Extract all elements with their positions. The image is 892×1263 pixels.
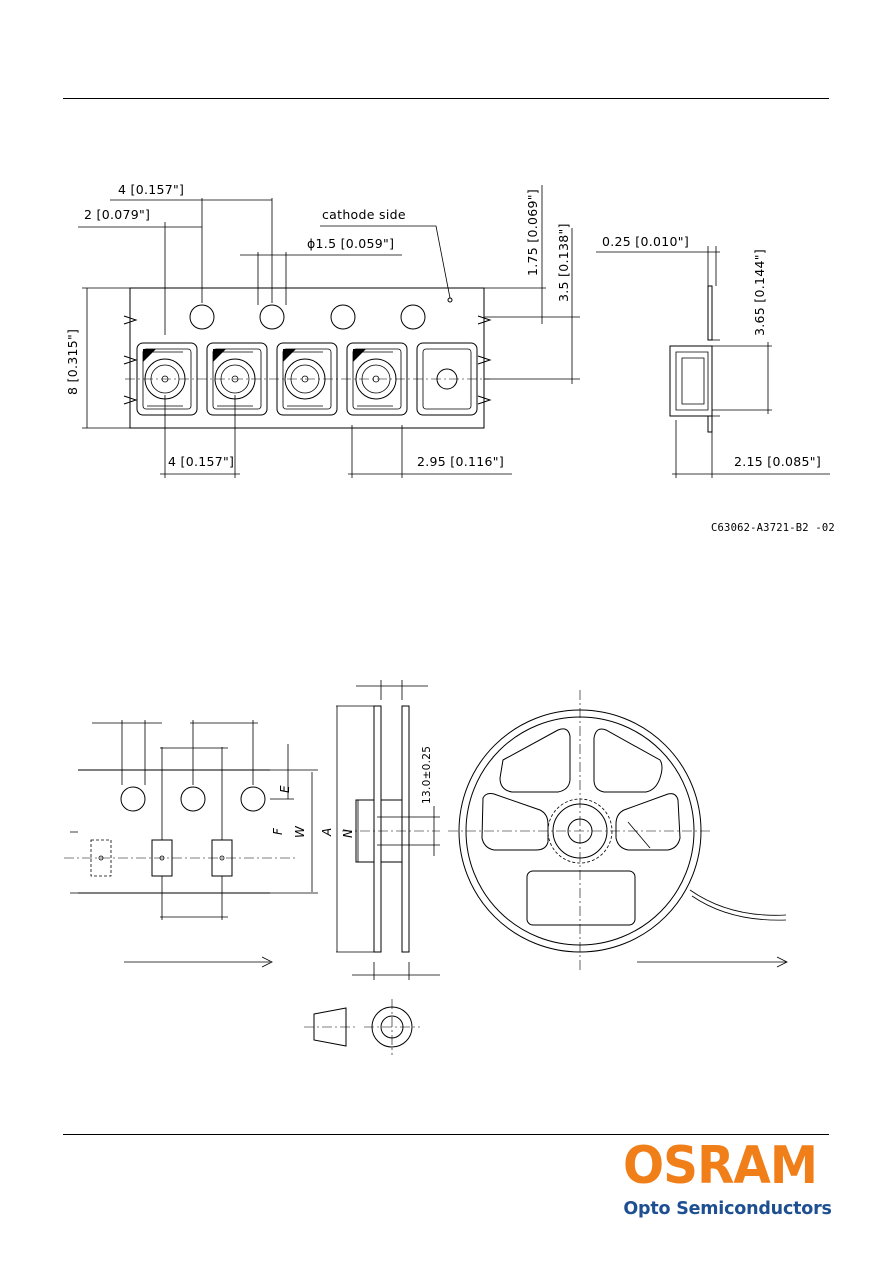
footer-rule [63, 1134, 829, 1135]
dim-8: 8 [0.315"] [65, 329, 80, 395]
logo-wordmark: OSRAM [623, 1136, 818, 1196]
label-F: F [271, 827, 285, 835]
label-hub: 13.0±0.25 [421, 746, 433, 804]
dim-35: 3.5 [0.138"] [556, 223, 571, 302]
tape-detail-view: E F W [64, 720, 318, 968]
drawing-number: C63062-A3721-B2 -02 [711, 522, 835, 534]
tape-side-view: 0.25 [0.010"] 3.65 [0.144"] 2.15 [0.085"… [596, 234, 830, 478]
reel-front-view [448, 690, 788, 970]
dim-295: 2.95 [0.116"] [417, 454, 504, 469]
dim-hole-dia: ϕ1.5 [0.059"] [307, 236, 394, 251]
dim-215: 2.15 [0.085"] [734, 454, 821, 469]
logo-subtitle: Opto Semiconductors [623, 1199, 832, 1219]
label-N: N [341, 829, 355, 838]
osram-logo: OSRAM Opto Semiconductors [623, 1140, 832, 1220]
tape-front-view: 4 [0.157"] 2 [0.079"] cathode side ϕ1.5 … [65, 182, 580, 478]
dim-175: 1.75 [0.069"] [525, 189, 540, 276]
cathode-label: cathode side [322, 207, 406, 222]
reel-side-view: A N 13.0±0.25 [304, 680, 440, 1055]
dim-025: 0.25 [0.010"] [602, 234, 689, 249]
label-W: W [293, 825, 307, 838]
label-A: A [320, 828, 334, 837]
label-E: E [278, 785, 292, 793]
dim-2: 2 [0.079"] [84, 207, 150, 222]
header-rule [63, 98, 829, 99]
dim-pitch-bottom: 4 [0.157"] [168, 454, 234, 469]
dim-pitch-top: 4 [0.157"] [118, 182, 184, 197]
dim-365: 3.65 [0.144"] [752, 249, 767, 336]
